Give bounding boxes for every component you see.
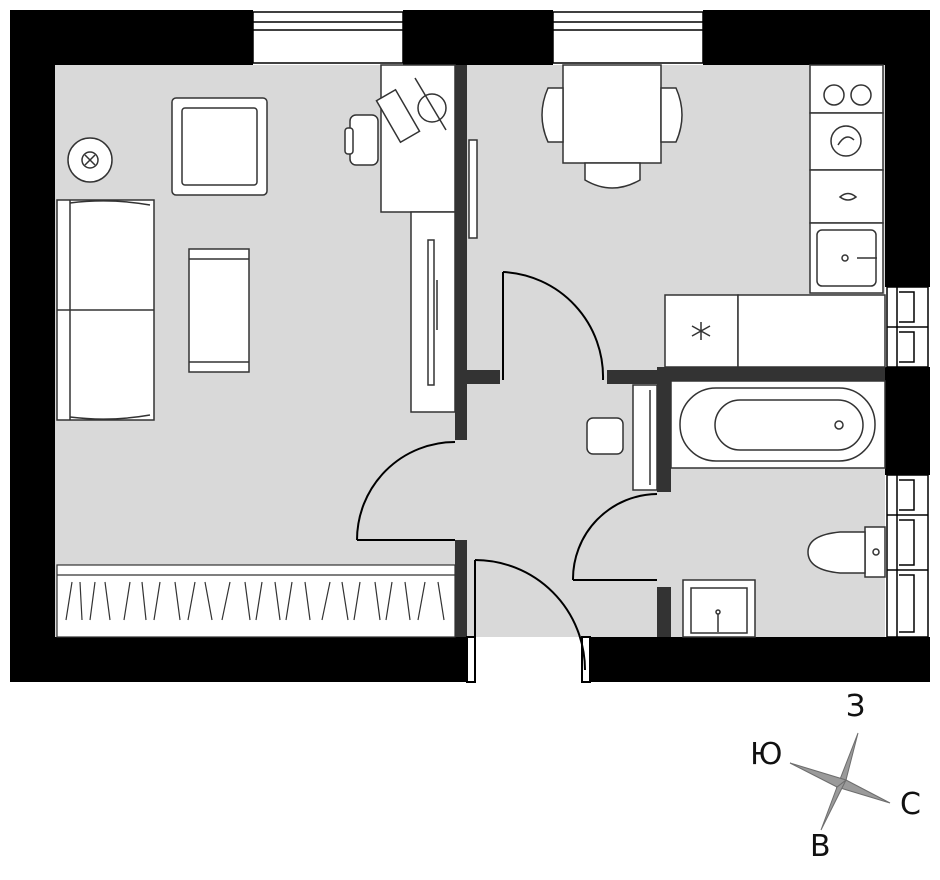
door-bathroom	[571, 493, 658, 581]
exterior-walls	[10, 10, 930, 682]
toilet	[807, 526, 886, 578]
door-living-room	[356, 441, 456, 541]
refrigerator	[664, 294, 886, 368]
bathroom-sink	[682, 579, 756, 638]
window-living-room	[252, 11, 404, 64]
bathtub	[670, 380, 886, 469]
coffee-table	[188, 248, 250, 373]
washing-machine	[809, 112, 884, 171]
floor-lamp	[67, 137, 113, 183]
desk-chair	[344, 114, 379, 166]
hallway-pouf	[586, 417, 624, 455]
compass-east-label: С	[900, 787, 921, 822]
dining-table	[562, 64, 662, 164]
sofa	[56, 199, 155, 421]
built-in-closet	[56, 564, 456, 638]
armchair	[171, 97, 268, 196]
compass-north-label: З	[846, 689, 866, 724]
compass-west-label: Ю	[750, 737, 783, 772]
bathroom-shelf	[632, 384, 658, 491]
desk	[375, 64, 456, 213]
wardrobe-living	[410, 211, 456, 413]
stove	[809, 64, 884, 114]
compass-star	[789, 732, 891, 831]
kitchen-sink	[809, 222, 884, 294]
window-right-upper	[886, 286, 929, 368]
window-right-lower	[886, 474, 929, 638]
dining-chairs	[541, 87, 683, 189]
interior-partitions	[455, 65, 885, 637]
wall-mirror	[468, 139, 478, 239]
door-entrance	[466, 559, 591, 683]
window-kitchen	[552, 11, 704, 64]
compass-south-label: В	[810, 829, 831, 864]
door-kitchen	[502, 271, 605, 381]
kitchen-counter	[809, 169, 884, 224]
